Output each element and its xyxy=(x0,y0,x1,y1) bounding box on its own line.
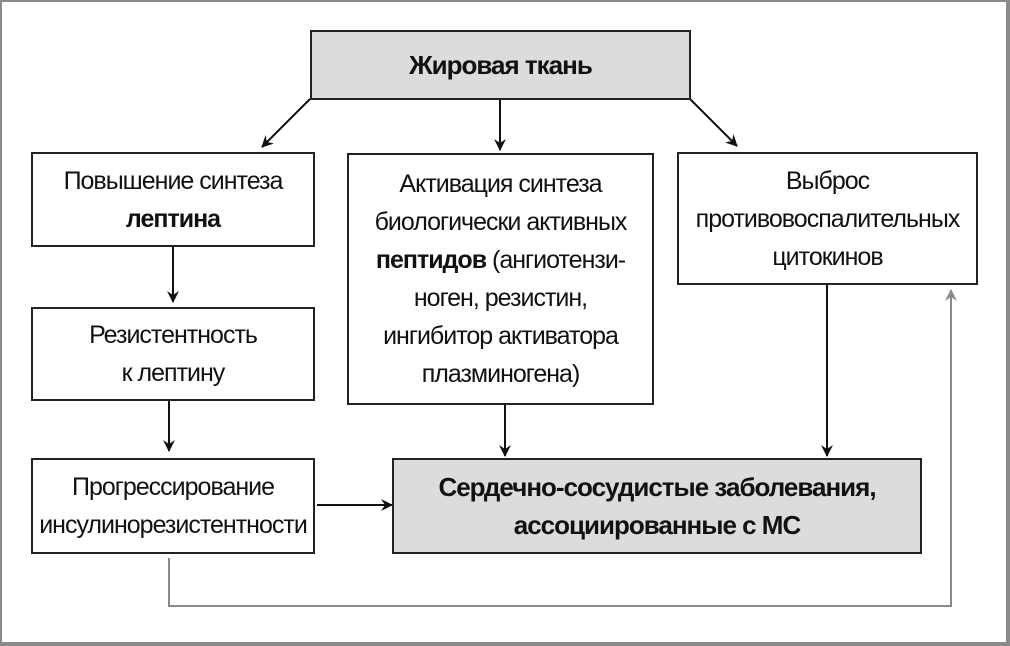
node-peptide-line4: ноген, резистин, xyxy=(413,284,588,312)
node-leptin-synthesis-line2: лептина xyxy=(125,204,221,233)
node-peptide-line3: пептидов (ангиотензи- xyxy=(375,241,626,279)
node-peptide-line6: плазминогена) xyxy=(421,360,581,388)
node-insulin-line1: Прогрессирование xyxy=(71,473,275,501)
node-peptide-line1: Активация синтеза xyxy=(399,170,602,198)
node-cvd-line1: Сердечно-сосудистые заболевания, xyxy=(438,472,876,502)
node-adipose-tissue-label: Жировая ткань xyxy=(409,50,593,80)
node-peptide-bold: пептидов xyxy=(375,246,487,274)
node-leptin-synthesis: Повышение синтеза лептина xyxy=(31,152,315,247)
node-leptin-synthesis-line1: Повышение синтеза xyxy=(63,166,284,195)
node-leptin-resistance: Резистентность к лептину xyxy=(31,307,315,401)
node-cytokine-line1: Выброс xyxy=(785,166,870,195)
node-peptide-line5: ингибитор активатора xyxy=(383,322,619,350)
node-peptide-line2: биологически активных xyxy=(374,208,628,236)
node-cvd-line2: ассоциированные с МС xyxy=(513,510,801,540)
arrow-adipose-to-leptin xyxy=(261,98,311,148)
node-insulin-line2: инсулинорезистентности xyxy=(39,511,308,539)
node-insulin-resistance: Прогрессирование инсулинорезистентности xyxy=(31,458,315,554)
node-peptide-line3-rest: (ангиотензи- xyxy=(486,246,626,274)
node-resistance-line1: Резистентность xyxy=(89,321,258,349)
arrow-adipose-to-cytokines xyxy=(689,98,738,147)
node-cardiovascular-disease: Сердечно-сосудистые заболевания, ассоции… xyxy=(392,458,922,554)
node-cytokine-release: Выброс противовоспалительных цитокинов xyxy=(677,152,978,285)
node-cytokine-line2: противовоспалительных xyxy=(695,204,961,233)
node-cytokine-line3: цитокинов xyxy=(772,242,883,271)
node-resistance-line2: к лептину xyxy=(121,359,226,387)
feedback-arrow-insulin-to-cytokines xyxy=(168,289,957,607)
node-adipose-tissue: Жировая ткань xyxy=(310,30,691,100)
node-peptide-activation: Активация синтеза биологически активных … xyxy=(347,153,654,405)
